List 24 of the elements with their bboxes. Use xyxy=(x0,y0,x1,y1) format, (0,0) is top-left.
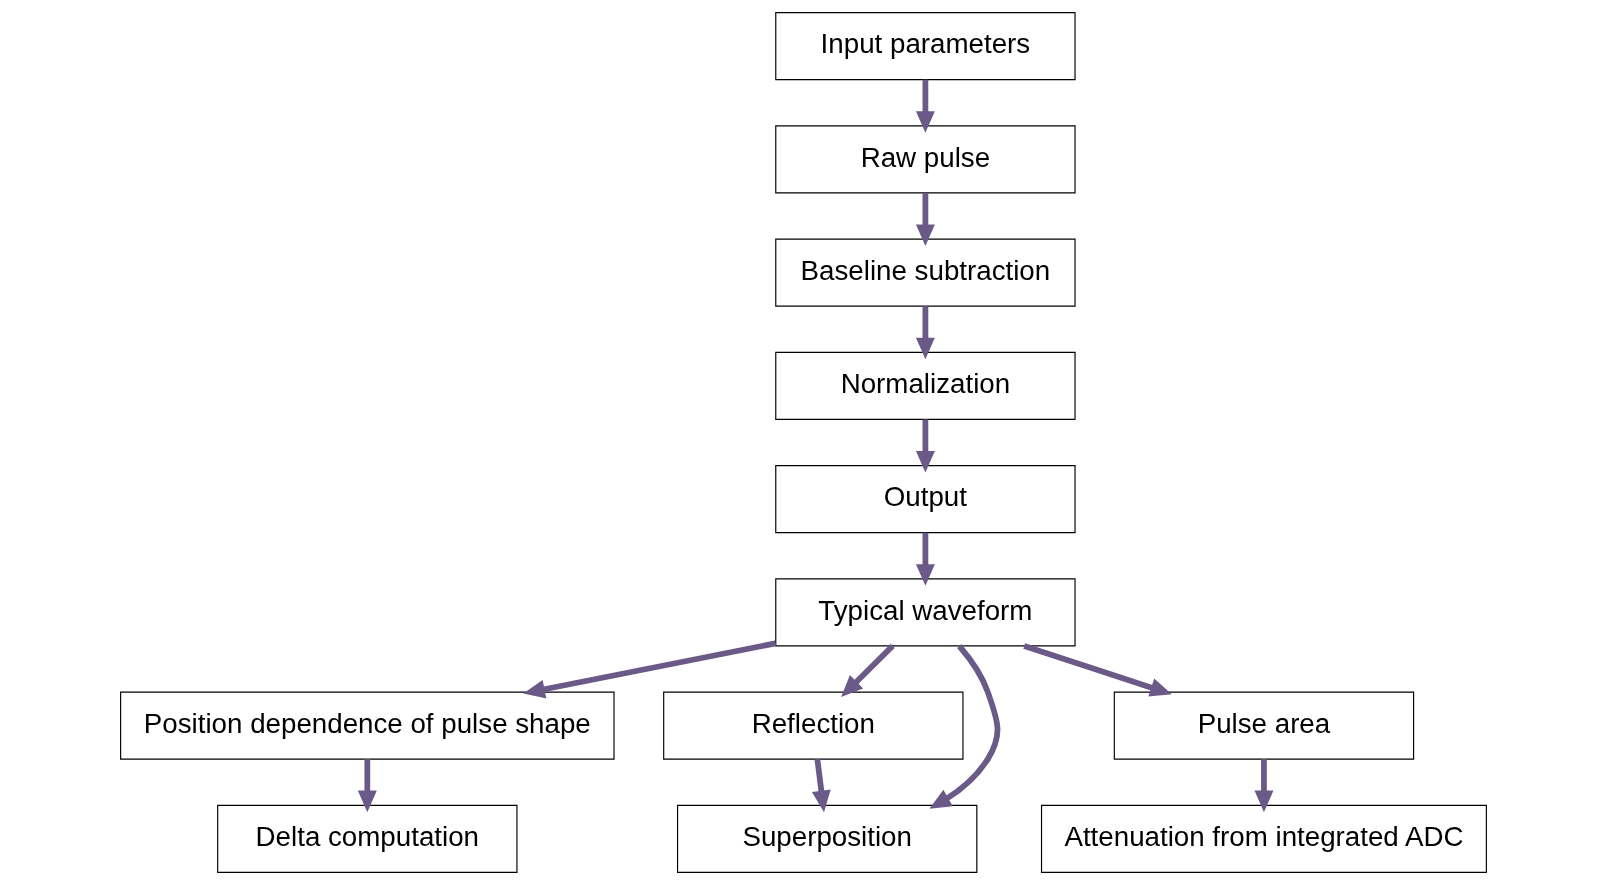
arrow xyxy=(915,79,935,133)
node-box: Pulse area xyxy=(1113,691,1414,760)
arrow xyxy=(1254,759,1273,813)
node-box: Input parameters xyxy=(774,12,1076,81)
node-box: Output xyxy=(774,465,1076,534)
arrow xyxy=(915,419,935,473)
node-box: Attenuation from integrated ADC xyxy=(1040,804,1487,873)
arrow xyxy=(915,532,935,586)
arrow xyxy=(357,759,377,813)
node-box: Superposition xyxy=(676,804,977,873)
arrow xyxy=(915,192,935,247)
arrow xyxy=(811,758,831,813)
node-box: Normalization xyxy=(774,351,1076,420)
arrow xyxy=(840,643,895,697)
node-box: Reflection xyxy=(662,691,964,760)
node-box: Typical waveform xyxy=(774,578,1076,647)
node-box: Delta computation xyxy=(216,804,518,873)
arrow xyxy=(928,644,1000,809)
node-box: Baseline subtraction xyxy=(774,238,1076,307)
node-box: Raw pulse xyxy=(774,125,1076,194)
arrow xyxy=(1022,643,1172,697)
node-box: Position dependence of pulse shape xyxy=(119,691,615,760)
arrow xyxy=(522,640,776,699)
arrow xyxy=(915,306,935,360)
